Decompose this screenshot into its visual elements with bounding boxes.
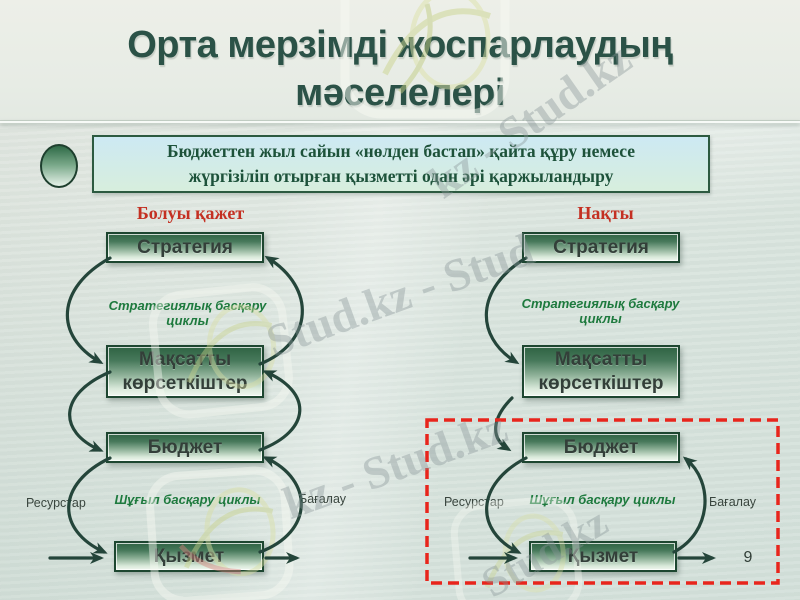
- callout-line1: Бюджеттен жыл сайын «нөлден бастап» қайт…: [166, 140, 635, 161]
- right-strategic-cycle-label: Стратегиялық басқару циклы: [521, 296, 680, 326]
- page-number: 9: [743, 549, 753, 566]
- left-arrow-budget-to-targets: [258, 370, 302, 452]
- right-resources-label: Ресурстар: [444, 495, 504, 509]
- left-arrow-targets-to-budget: [68, 370, 112, 452]
- right-service-box: Қызмет: [529, 541, 677, 572]
- right-targets-box: Мақсатты көрсеткіштер: [522, 345, 680, 398]
- left-targets-box: Мақсатты көрсеткіштер: [106, 345, 264, 398]
- stud-kz-watermark: kz - Stud.kz: [276, 401, 514, 529]
- logo-watermark: [146, 466, 294, 600]
- right-strategy-box: Стратегия: [522, 232, 680, 263]
- callout-box: Бюджеттен жыл сайын «нөлден бастап» қайт…: [92, 135, 710, 193]
- bullet-circle: [40, 144, 78, 188]
- left-column-heading: Болуы қажет: [136, 203, 245, 223]
- slide-title-line2: мәселелері: [295, 72, 505, 114]
- right-evaluation-label: Бағалау: [709, 495, 757, 509]
- left-resources-label: Ресурстар: [26, 496, 86, 510]
- left-budget-box: Бюджет: [106, 432, 264, 463]
- callout-line2: жүргізіліп отырған қызметті одан әрі қар…: [188, 166, 614, 186]
- left-operational-cycle-label: Шұғыл басқару циклы: [114, 492, 261, 507]
- left-arrow-service-to-budget: [258, 456, 303, 554]
- left-service-box: Қызмет: [114, 541, 264, 572]
- title-divider: [0, 121, 800, 123]
- right-arrow-targets-to-budget: [494, 396, 514, 452]
- right-operational-cycle-label: Шұғыл басқару циклы: [529, 492, 676, 507]
- right-column-heading: Нақты: [577, 203, 634, 223]
- right-budget-box: Бюджет: [522, 432, 680, 463]
- slide-title-line1: Орта мерзімді жоспарлаудың: [127, 24, 673, 66]
- left-evaluation-label: Бағалау: [299, 492, 347, 506]
- stud-kz-watermark: Stud.kz - Stud: [259, 223, 541, 367]
- left-strategic-cycle-label: Стратегиялық басқару циклы: [108, 298, 267, 328]
- left-strategy-box: Стратегия: [106, 232, 264, 263]
